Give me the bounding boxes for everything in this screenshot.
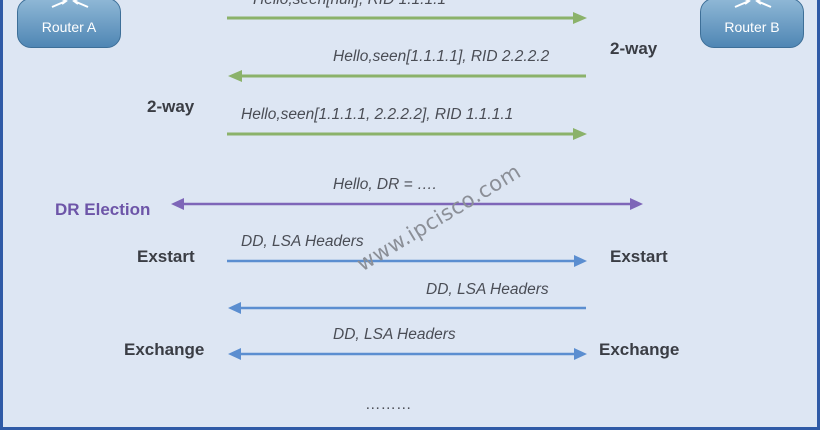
message-arrows <box>171 12 643 360</box>
message-dd-1: DD, LSA Headers <box>241 233 364 250</box>
state-dr-election: DR Election <box>55 200 151 219</box>
message-hello-null: Hello,seen[null], RID 1.1.1.1 <box>253 0 446 9</box>
state-exchange-router-a: Exchange <box>124 340 205 359</box>
arrow-dd-1 <box>227 255 587 267</box>
router-a: Router A <box>17 0 121 48</box>
router-icon <box>17 0 121 48</box>
arrow-hello-seen-both <box>227 128 587 140</box>
router-arrows-icon <box>734 0 772 8</box>
arrow-dr-election <box>171 198 643 210</box>
state-exstart-router-b: Exstart <box>610 247 668 266</box>
message-hello-dr: Hello, DR = …. <box>333 176 437 193</box>
state-exstart-router-a: Exstart <box>137 247 195 266</box>
arrow-dd-2 <box>228 302 586 314</box>
state-2way-router-a: 2-way <box>147 97 195 116</box>
arrow-hello-null <box>227 12 587 24</box>
router-a-label: Router A <box>41 19 97 35</box>
arrow-dd-3 <box>228 348 587 360</box>
message-dd-3: DD, LSA Headers <box>333 326 456 343</box>
state-2way-router-b: 2-way <box>610 39 658 58</box>
arrow-hello-seen-1 <box>228 70 586 82</box>
message-hello-seen-both: Hello,seen[1.1.1.1, 2.2.2.2], RID 1.1.1.… <box>241 106 514 123</box>
message-hello-seen-1: Hello,seen[1.1.1.1], RID 2.2.2.2 <box>333 48 550 65</box>
state-exchange-router-b: Exchange <box>599 340 680 359</box>
router-b-label: Router B <box>724 19 780 35</box>
message-ellipsis: ……… <box>365 396 412 413</box>
router-arrows-icon <box>51 0 89 8</box>
router-icon <box>700 0 804 48</box>
message-dd-2: DD, LSA Headers <box>426 281 549 298</box>
router-b: Router B <box>700 0 804 48</box>
